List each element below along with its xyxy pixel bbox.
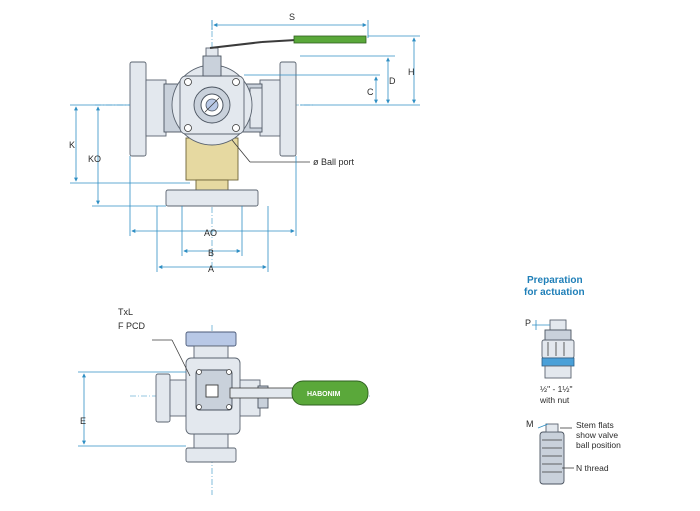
f-pcd-label: F PCD [118,321,146,331]
stem-flats-label-2: show valve [576,430,618,440]
handle-brand-text: HABONIM [307,391,341,398]
ball-port-label: ø Ball port [313,157,355,167]
stem-flats-label-1: Stem flats [576,420,614,430]
dim-label-s: S [289,12,295,22]
stem-with-nut-detail [532,319,575,379]
with-nut-label: with nut [539,395,570,405]
dim-label-m: M [526,419,534,429]
stem-flats-label-3: ball position [576,440,621,450]
dim-label-a: A [208,264,214,274]
dim-label-k: K [69,140,75,150]
dim-label-h: H [408,67,415,77]
front-dimensions [70,20,420,272]
nut-size-label: ½" - 1½" [540,384,573,394]
dim-label-b: B [208,248,214,258]
dim-label-p: P [525,318,531,328]
dim-label-c: C [367,87,374,97]
actuation-title-line2: for actuation [524,287,585,298]
dim-label-d: D [389,76,396,86]
actuation-title-line1: Preparation [527,275,583,286]
front-view [95,20,367,270]
txl-label: TxL [118,307,133,317]
n-thread-label: N thread [576,463,609,473]
stem-flats-detail [537,423,574,485]
dim-label-ao: AO [204,228,217,238]
top-view: HABONIM [130,325,370,495]
dim-label-ko: KO [88,154,101,164]
dim-label-e: E [80,416,86,426]
